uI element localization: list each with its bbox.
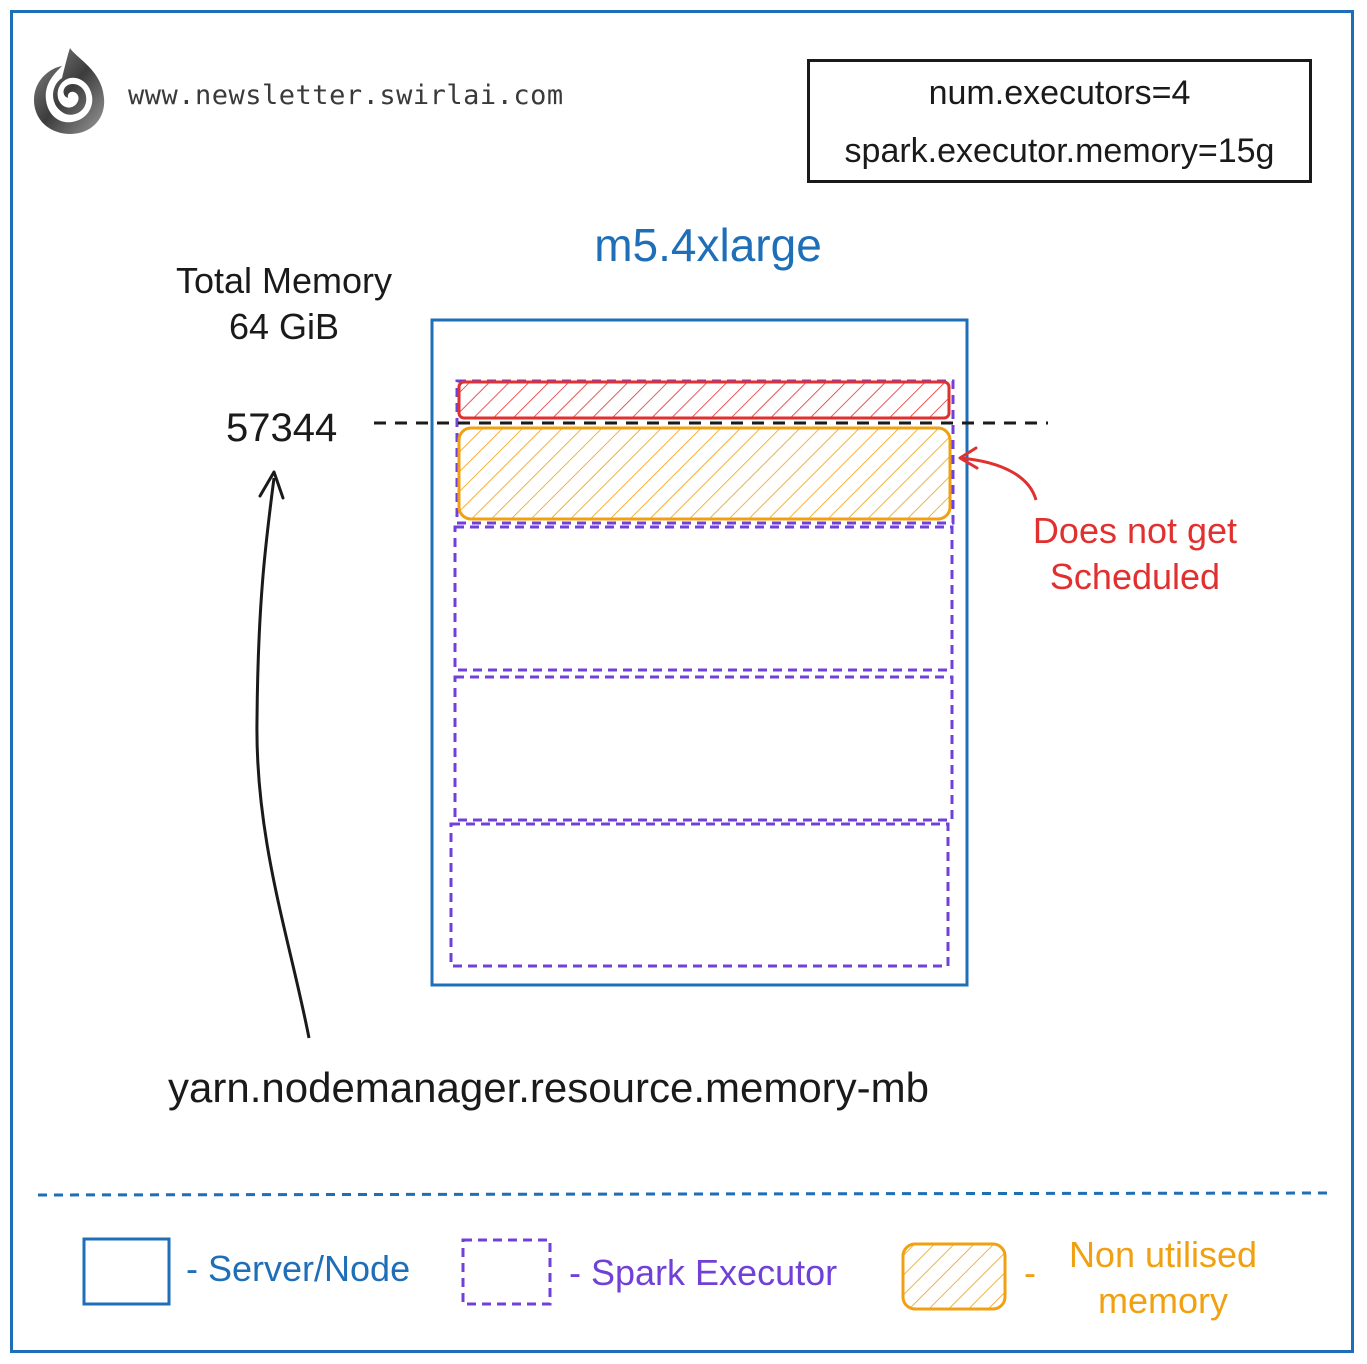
legend-separator bbox=[37, 1191, 1329, 1197]
server-node-box bbox=[430, 318, 969, 987]
total-memory-label: Total Memory 64 GiB bbox=[150, 258, 418, 350]
not-scheduled-arrow-head bbox=[958, 446, 979, 470]
instance-type-title: m5.4xlarge bbox=[594, 219, 822, 271]
legend-dash: - bbox=[1024, 1252, 1036, 1293]
executor-memory-setting: spark.executor.memory=15g bbox=[844, 132, 1275, 170]
yarn-setting-label: yarn.nodemanager.resource.memory-mb bbox=[168, 1064, 930, 1111]
executor-box-4 bbox=[449, 822, 950, 968]
total-memory-title: Total Memory bbox=[175, 260, 393, 301]
num-executors-setting: num.executors=4 bbox=[928, 74, 1191, 112]
swirl-logo-icon bbox=[34, 48, 105, 134]
non-utilised-memory-block bbox=[457, 426, 952, 521]
legend-executor-swatch bbox=[461, 1238, 552, 1306]
executor-box-3 bbox=[453, 675, 954, 822]
legend-executor-label: - Spark Executor bbox=[569, 1252, 838, 1293]
total-memory-value: 64 GiB bbox=[228, 306, 340, 347]
legend-server-label: - Server/Node bbox=[186, 1248, 411, 1289]
legend-server-swatch bbox=[82, 1237, 171, 1306]
yarn-arrow-head bbox=[258, 470, 285, 500]
legend-non-utilised-label: Non utilised memory bbox=[1068, 1234, 1258, 1321]
executor-box-2 bbox=[453, 525, 954, 672]
not-scheduled-arrow-curve bbox=[959, 456, 1038, 501]
not-scheduled-memory-block bbox=[457, 380, 951, 420]
config-box: num.executors=4 spark.executor.memory=15… bbox=[807, 59, 1312, 183]
diagram-frame bbox=[10, 10, 1354, 1353]
site-url[interactable]: www.newsletter.swirlai.com bbox=[128, 80, 564, 111]
yarn-arrow-curve bbox=[255, 477, 311, 1039]
not-scheduled-label: Does not get Scheduled bbox=[1032, 510, 1238, 597]
yarn-memory-value: 57344 bbox=[226, 406, 338, 450]
legend-non-utilised-swatch bbox=[901, 1242, 1007, 1311]
